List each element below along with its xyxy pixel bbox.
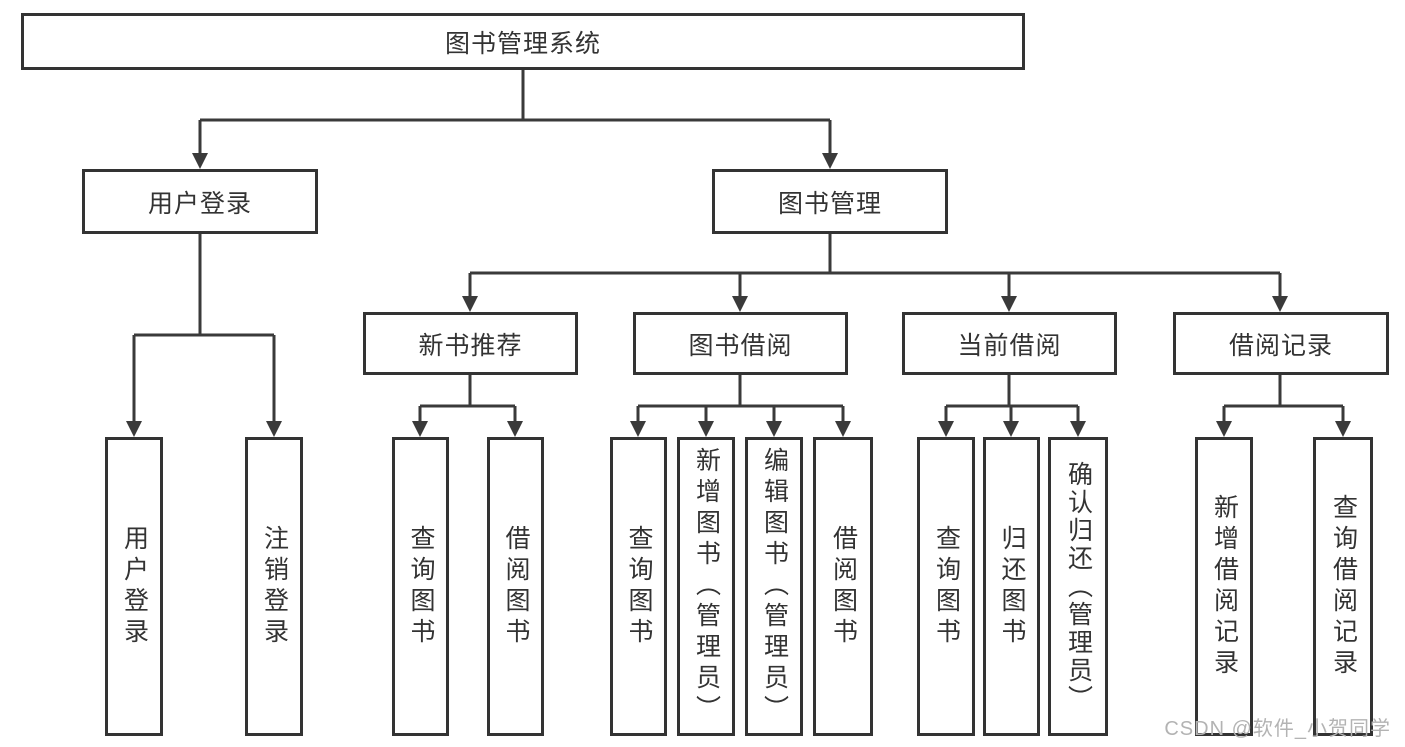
node-leaf-query-books-recommend: 查询图书 xyxy=(392,437,449,736)
connector-book-mgmt-to-level3 xyxy=(462,233,1288,312)
arrowhead-icon xyxy=(462,296,478,312)
node-leaf-return-books: 归还图书 xyxy=(983,437,1040,736)
node-leaf-add-borrow-record: 新增借阅记录 xyxy=(1195,437,1253,736)
node-book-borrowing: 图书借阅 xyxy=(633,312,848,375)
node-label: 新书推荐 xyxy=(418,331,523,360)
node-user-login: 用户登录 xyxy=(82,169,318,234)
node-leaf-borrow-books: 借阅图书 xyxy=(813,437,873,736)
node-label: 借阅图书 xyxy=(502,524,530,649)
connector-book-borrow-to-leaves xyxy=(630,375,851,437)
node-new-book-recommend: 新书推荐 xyxy=(363,312,578,375)
arrowhead-icon xyxy=(766,421,782,437)
node-borrowing-records: 借阅记录 xyxy=(1173,312,1389,375)
arrowhead-icon xyxy=(835,421,851,437)
node-label: 归还图书 xyxy=(998,524,1026,649)
node-leaf-add-books-admin: 新增图书（管理员） xyxy=(677,437,735,736)
node-leaf-user-login: 用户登录 xyxy=(105,437,163,736)
node-leaf-logout: 注销登录 xyxy=(245,437,303,736)
node-label: 借阅图书 xyxy=(829,524,858,649)
node-book-management: 图书管理 xyxy=(712,169,948,234)
node-label: 新增图书（管理员） xyxy=(692,447,721,726)
arrowhead-icon xyxy=(192,153,208,169)
arrowhead-icon xyxy=(1070,421,1086,437)
arrowhead-icon xyxy=(266,421,282,437)
csdn-watermark: CSDN @软件_小贺同学 xyxy=(1164,718,1391,740)
node-current-borrowing: 当前借阅 xyxy=(902,312,1117,375)
connector-current-borrow-to-leaves xyxy=(938,375,1086,437)
connector-borrow-records-to-leaves xyxy=(1216,375,1351,437)
node-label: 图书借阅 xyxy=(688,331,793,360)
arrowhead-icon xyxy=(732,296,748,312)
arrowhead-icon xyxy=(822,153,838,169)
arrowhead-icon xyxy=(126,421,142,437)
node-leaf-confirm-return-admin: 确认归还（管理员） xyxy=(1048,437,1108,736)
node-label: 借阅记录 xyxy=(1228,331,1333,360)
node-label: 查询图书 xyxy=(625,524,653,649)
arrowhead-icon xyxy=(1335,421,1351,437)
node-label: 新增借阅记录 xyxy=(1210,493,1239,680)
connector-user-login-to-leaves xyxy=(126,233,282,437)
node-label: 当前借阅 xyxy=(957,331,1062,360)
arrowhead-icon xyxy=(1216,421,1232,437)
arrowhead-icon xyxy=(1003,421,1019,437)
connector-new-book-to-leaves xyxy=(412,375,523,437)
node-leaf-query-books-current: 查询图书 xyxy=(917,437,975,736)
node-leaf-query-books-borrowing: 查询图书 xyxy=(610,437,667,736)
arrowhead-icon xyxy=(938,421,954,437)
node-leaf-edit-books-admin: 编辑图书（管理员） xyxy=(745,437,803,736)
arrowhead-icon xyxy=(412,421,428,437)
node-label: 查询图书 xyxy=(932,524,961,649)
connector-root-to-level2 xyxy=(192,69,838,169)
node-label: 确认归还（管理员） xyxy=(1064,460,1093,713)
node-root-system: 图书管理系统 xyxy=(21,13,1025,70)
node-label: 图书管理 xyxy=(777,189,882,218)
node-label: 用户登录 xyxy=(147,189,252,218)
arrowhead-icon xyxy=(630,421,646,437)
node-leaf-borrow-books-recommend: 借阅图书 xyxy=(487,437,544,736)
node-label: 图书管理系统 xyxy=(444,29,601,58)
arrowhead-icon xyxy=(1272,296,1288,312)
arrowhead-icon xyxy=(698,421,714,437)
node-leaf-query-borrow-record: 查询借阅记录 xyxy=(1313,437,1373,736)
arrowhead-icon xyxy=(1001,296,1017,312)
node-label: 编辑图书（管理员） xyxy=(760,447,789,726)
node-label: 查询借阅记录 xyxy=(1329,493,1358,680)
arrowhead-icon xyxy=(507,421,523,437)
node-label: 用户登录 xyxy=(120,524,149,649)
node-label: 注销登录 xyxy=(260,524,289,649)
node-label: 查询图书 xyxy=(407,524,435,649)
